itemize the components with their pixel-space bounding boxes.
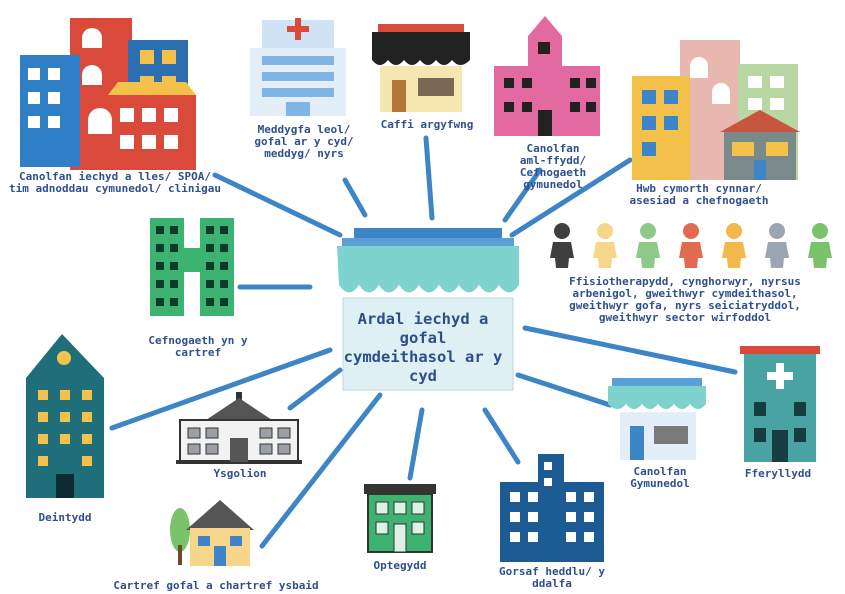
connector-dentist bbox=[109, 347, 333, 431]
connector-gp bbox=[342, 177, 368, 218]
community-centre-icon bbox=[608, 378, 706, 460]
person-icon bbox=[765, 223, 789, 268]
label-early-help-hub: Hwb cymorth cynnar/ asesiad a chefnogaet… bbox=[629, 182, 769, 207]
connector-lines bbox=[109, 135, 738, 549]
person-icon bbox=[593, 223, 617, 268]
hub-title: Ardal iechyd a gofal cymdeithasol ar y c… bbox=[343, 310, 503, 385]
multi-faith-centre-icon bbox=[494, 16, 600, 136]
person-icon bbox=[636, 223, 660, 268]
person-icon bbox=[808, 223, 832, 268]
label-police-station: Gorsaf heddlu/ y ddalfa bbox=[499, 565, 605, 590]
person-icon bbox=[679, 223, 703, 268]
label-dentist: Deintydd bbox=[38, 511, 92, 524]
label-optician: Optegydd bbox=[373, 559, 427, 572]
police-station-icon bbox=[500, 454, 604, 562]
central-hub-building bbox=[337, 228, 519, 391]
professionals-people-icons bbox=[550, 223, 832, 268]
optician-building-icon bbox=[364, 484, 436, 553]
person-icon bbox=[550, 223, 574, 268]
connector-pharmacy bbox=[522, 325, 738, 375]
connector-hub-support bbox=[509, 157, 633, 238]
care-home-icon bbox=[170, 500, 254, 566]
connector-police bbox=[482, 407, 521, 465]
label-schools: Ysgolion bbox=[213, 467, 267, 480]
connector-care-home bbox=[259, 392, 383, 549]
pharmacy-building-icon bbox=[740, 346, 820, 462]
label-pharmacy: Fferyllydd bbox=[744, 467, 812, 480]
connector-optician bbox=[407, 407, 425, 481]
early-help-hub-buildings-icon bbox=[632, 40, 800, 180]
connector-cafe bbox=[423, 135, 435, 221]
connector-schools bbox=[287, 367, 343, 411]
label-professionals: Ffisiotherapydd, cynghorwyr, nyrsus arbe… bbox=[569, 275, 801, 324]
gp-surgery-icon bbox=[250, 18, 346, 116]
connector-multi bbox=[502, 167, 543, 223]
connector-community bbox=[515, 372, 613, 408]
connector-wellbeing bbox=[212, 172, 343, 238]
label-crisis-cafe: Caffi argyfwng bbox=[380, 118, 474, 131]
label-care-home: Cartref gofal a chartref ysbaid bbox=[113, 579, 319, 592]
label-multi-faith-centre: Canolfan aml-ffydd/ Cefnogaeth gymunedol bbox=[519, 142, 587, 191]
wellbeing-centre-buildings-icon bbox=[20, 18, 196, 170]
school-building-icon bbox=[176, 392, 302, 464]
home-support-building-icon bbox=[150, 218, 234, 316]
crisis-cafe-icon bbox=[372, 24, 470, 112]
label-home-support: Cefnogaeth yn y cartref bbox=[148, 334, 248, 359]
label-wellbeing-centre: Canolfan iechyd a lles/ SPOA/ tim adnodd… bbox=[9, 170, 221, 195]
person-icon bbox=[722, 223, 746, 268]
label-gp-surgery: Meddygfa leol/ gofal ar y cyd/ meddyg/ n… bbox=[254, 123, 354, 160]
dentist-building-icon bbox=[26, 334, 104, 498]
label-community-centre: Canolfan Gymunedol bbox=[630, 465, 690, 490]
